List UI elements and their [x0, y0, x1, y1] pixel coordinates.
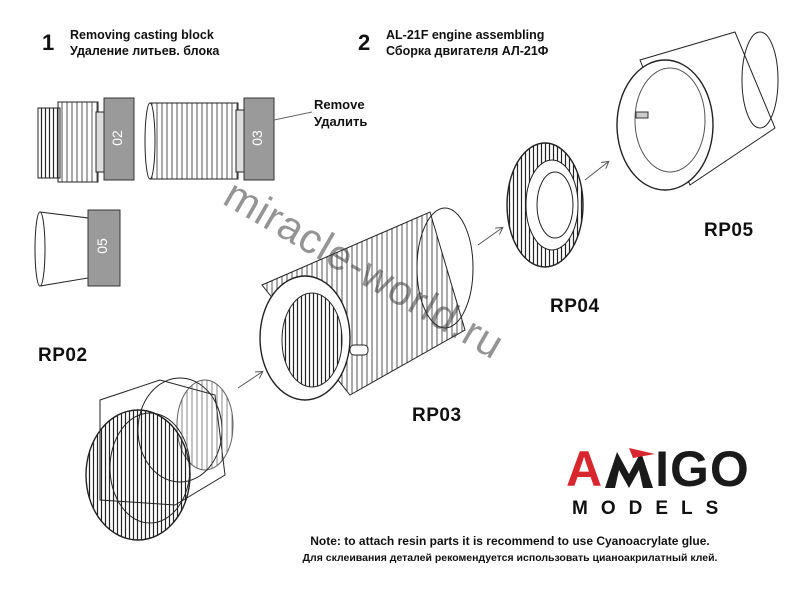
casting-tab-label-05: 05	[94, 238, 110, 254]
step-1-title-ru: Удаление литьев. блока	[70, 44, 220, 58]
amigo-logo: A IGO MODELS	[566, 444, 750, 520]
casting-tab-03	[243, 97, 275, 181]
part-rp03-drawing	[259, 207, 474, 401]
step-2-title-en: AL-21F engine assembling	[386, 28, 545, 42]
arrow-rp03-rp04	[477, 228, 502, 246]
part-rp05-drawing	[616, 31, 779, 191]
remove-label: Remove Удалить	[314, 96, 367, 130]
logo-letter-a: A	[566, 441, 604, 497]
logo-subtitle: MODELS	[572, 498, 732, 519]
logo-wordmark: A IGO	[566, 444, 750, 494]
casting-part-03	[144, 102, 247, 180]
step-2-title-ru: Сборка двигателя АЛ-21Ф	[386, 44, 549, 58]
part-label-rp03: RP03	[412, 405, 462, 426]
casting-tab-label-03: 03	[249, 130, 265, 146]
glue-note: Note: to attach resin parts it is recomm…	[240, 533, 780, 567]
remove-leader-line	[273, 111, 313, 121]
logo-m-mark-icon	[603, 448, 656, 488]
step-2-title: AL-21F engine assembling Сборка двигател…	[386, 27, 548, 59]
logo-letters-igo: IGO	[655, 441, 750, 497]
casting-tab-02	[103, 97, 135, 181]
remove-label-en: Remove	[314, 97, 365, 112]
part-label-rp05: RP05	[704, 220, 754, 241]
casting-tab-05	[87, 209, 121, 287]
part-label-rp04: RP04	[550, 296, 600, 317]
glue-note-en: Note: to attach resin parts it is recomm…	[310, 534, 710, 548]
step-2-number: 2	[358, 30, 371, 55]
part-rp04-drawing	[506, 142, 584, 268]
casting-part-02	[37, 101, 107, 183]
arrow-rp04-rp05	[584, 162, 608, 181]
glue-note-ru: Для склеивания деталей рекомендуется исп…	[302, 552, 718, 564]
remove-label-ru: Удалить	[314, 114, 368, 129]
casting-tab-label-02: 02	[109, 130, 125, 146]
casting-part-05	[34, 211, 89, 287]
part-rp02-drawing	[85, 377, 234, 541]
step-1-title-en: Removing casting block	[70, 28, 214, 42]
step-1-number: 1	[42, 30, 55, 55]
arrow-rp02-rp03	[237, 372, 262, 389]
step-1-title: Removing casting block Удаление литьев. …	[70, 27, 219, 59]
part-label-rp02: RP02	[38, 345, 88, 366]
